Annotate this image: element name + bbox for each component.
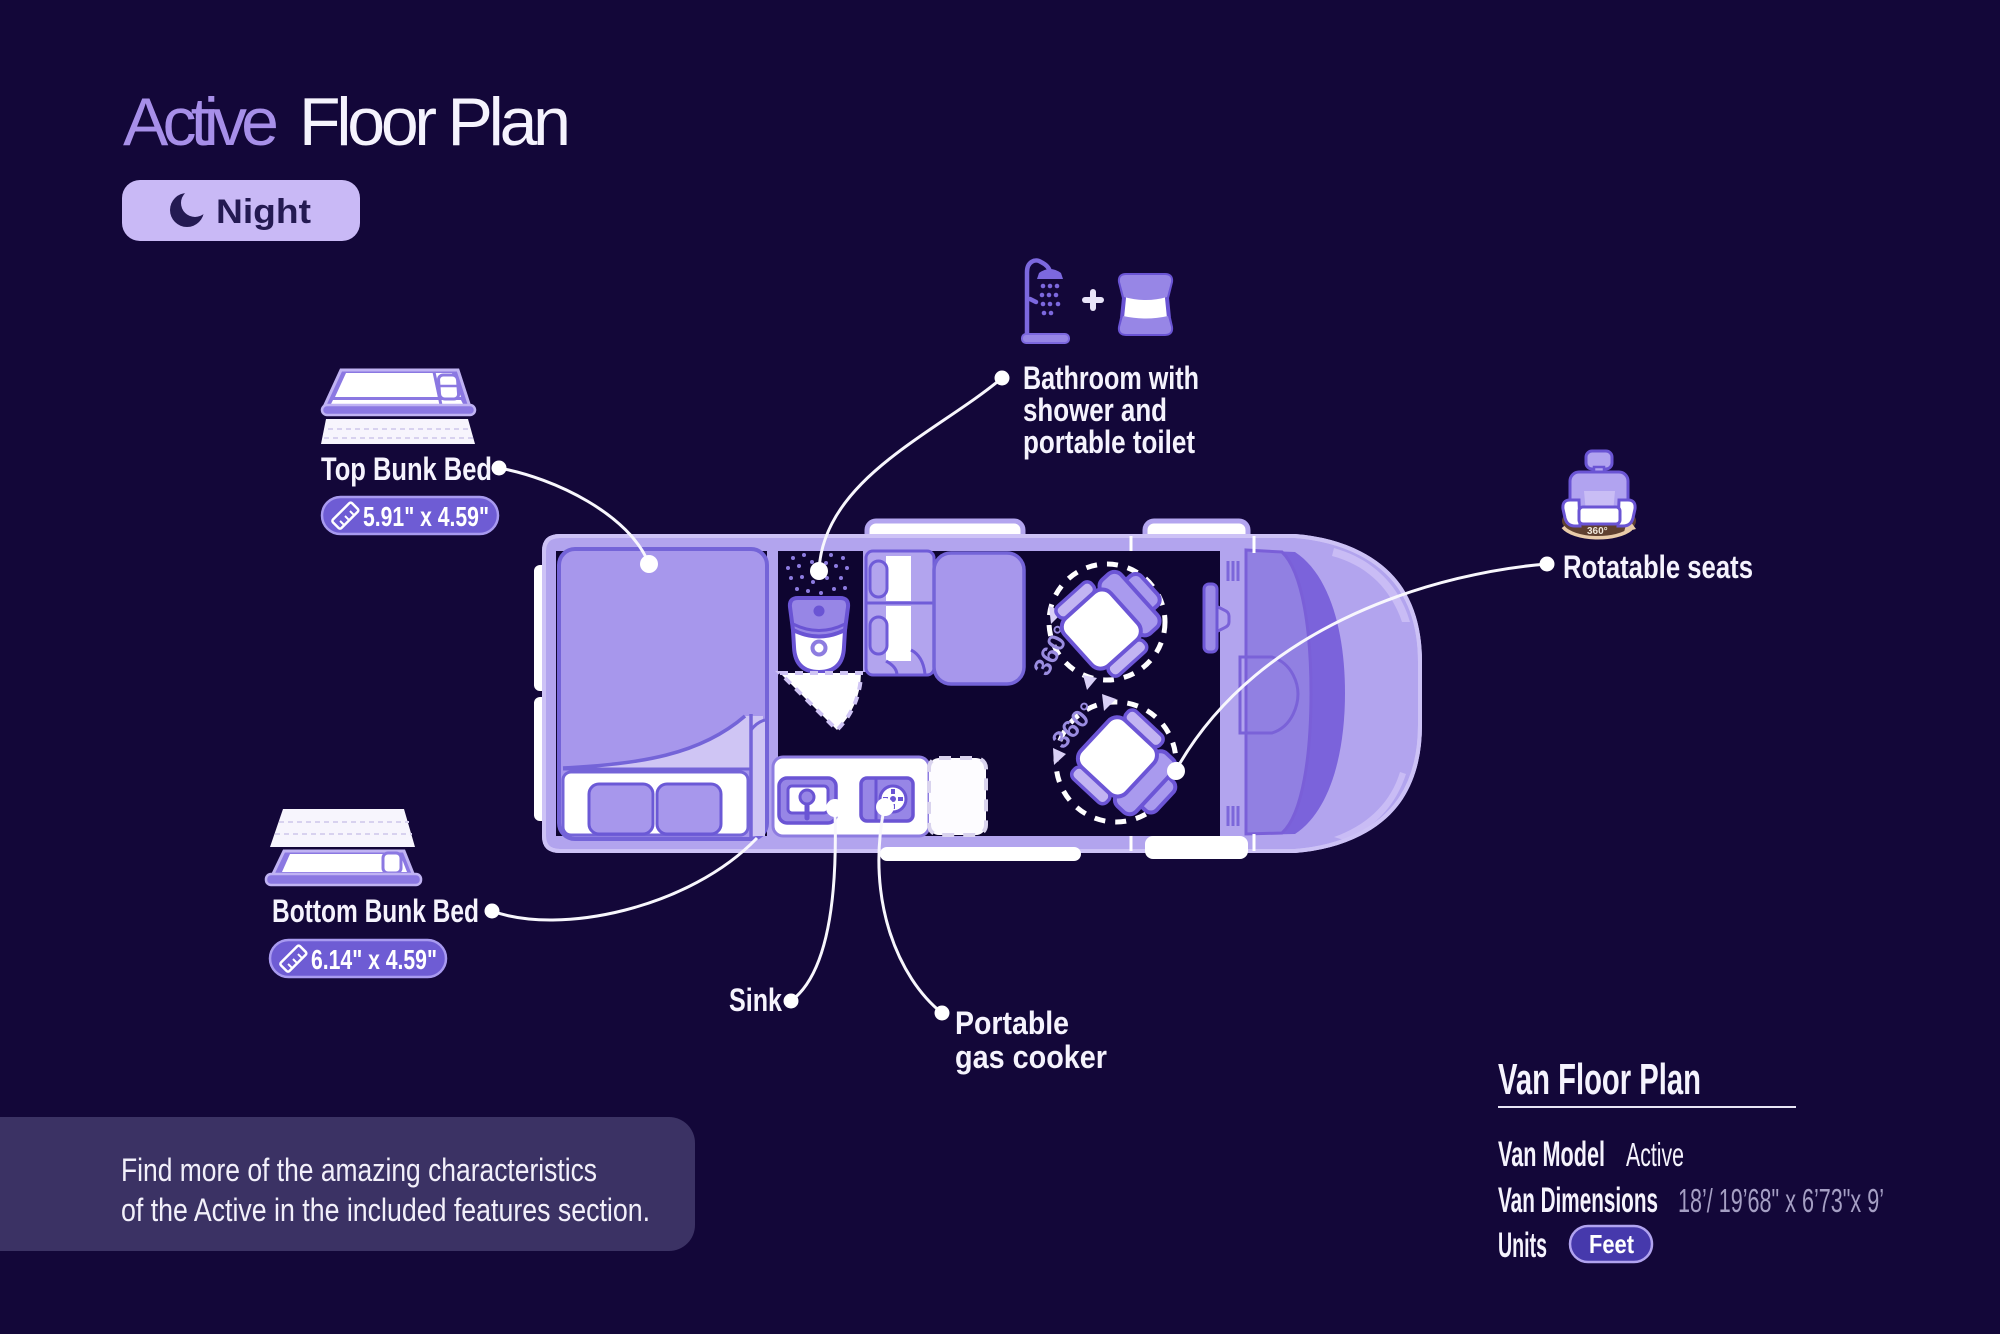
svg-text:gas cooker: gas cooker <box>955 1039 1107 1075</box>
svg-text:Active: Active <box>123 84 279 160</box>
svg-text:Find more of the amazing chara: Find more of the amazing characteristics <box>121 1152 597 1188</box>
svg-text:Active: Active <box>1626 1136 1684 1173</box>
svg-text:Feet: Feet <box>1589 1229 1634 1259</box>
svg-text:18’/ 19’68" x 6’73"x 9’: 18’/ 19’68" x 6’73"x 9’ <box>1678 1182 1884 1219</box>
svg-text:Night: Night <box>216 193 311 231</box>
svg-text:of the Active in the included: of the Active in the included features s… <box>121 1192 650 1228</box>
svg-text:shower and: shower and <box>1023 392 1167 428</box>
svg-text:Van Model: Van Model <box>1498 1135 1605 1174</box>
svg-text:Bathroom with: Bathroom with <box>1023 360 1199 396</box>
svg-text:Units: Units <box>1498 1226 1547 1265</box>
svg-text:Bottom Bunk Bed: Bottom Bunk Bed <box>272 893 479 929</box>
svg-text:360°: 360° <box>1587 526 1608 537</box>
svg-text:Sink: Sink <box>729 982 782 1018</box>
svg-text:5.91" x 4.59": 5.91" x 4.59" <box>363 501 489 532</box>
svg-text:Floor Plan: Floor Plan <box>299 84 571 160</box>
svg-text:Top Bunk Bed: Top Bunk Bed <box>321 451 492 487</box>
svg-text:Rotatable seats: Rotatable seats <box>1563 549 1753 585</box>
svg-text:Van Dimensions: Van Dimensions <box>1498 1181 1658 1220</box>
svg-text:portable toilet: portable toilet <box>1023 424 1195 460</box>
svg-text:Van Floor Plan: Van Floor Plan <box>1498 1055 1701 1104</box>
svg-text:Portable: Portable <box>955 1005 1069 1041</box>
svg-text:6.14" x 4.59": 6.14" x 4.59" <box>311 944 437 975</box>
